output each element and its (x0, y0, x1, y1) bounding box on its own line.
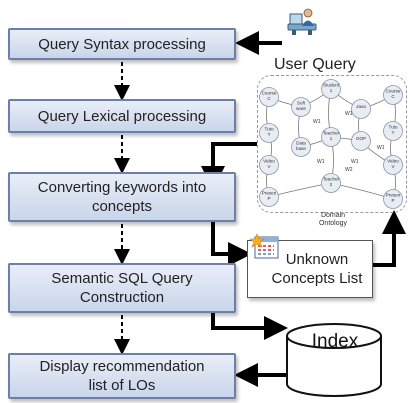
ontology-node-label: Video (387, 159, 399, 164)
domain-ontology-label: Domain Ontology (308, 212, 358, 228)
display-recommendation-label-line1: Display recommendation (39, 358, 205, 375)
ontology-node-label: V (391, 164, 395, 169)
converting-keywords-label-line2: concepts (91, 198, 153, 215)
query-lexical-processing-label: Query Lexical processing (37, 107, 207, 125)
database-cylinder-icon (286, 323, 382, 397)
arrow-convert-to-unknown (211, 210, 252, 266)
ontology-node-label: Data (296, 141, 306, 146)
ontology-edge-weight: W1 (313, 119, 321, 125)
unknown-concepts-label-line1: Unknown (285, 251, 349, 268)
display-recommendation-box: Display recommendation list of LOs (8, 353, 236, 399)
ontology-node-label: ware (296, 106, 306, 111)
ontology-node-label: Y (391, 130, 394, 135)
query-syntax-processing-label: Query Syntax processing (38, 35, 206, 53)
ontology-node-label: Soft (297, 101, 306, 106)
unknown-concepts-label-line2: Concepts List (271, 270, 363, 287)
ontology-node-label: Student (323, 83, 340, 88)
ontology-node-label: Teacher (323, 177, 340, 182)
ontology-node-label: C (391, 94, 395, 99)
ontology-node-label: V (267, 164, 271, 169)
ontology-node-label: 1 (330, 88, 333, 93)
domain-ontology-label-line1: Domain (320, 212, 346, 219)
ontology-node-label: Course (386, 89, 401, 94)
ontology-node-label: Teacher (323, 131, 340, 136)
index-label: Index (311, 331, 359, 352)
ontology-edge-weight: W1 (345, 111, 353, 117)
ontology-node-label: Presen (262, 191, 277, 196)
semantic-sql-label-line1: Semantic SQL Query (51, 270, 193, 287)
ontology-node-label: Tuto (388, 125, 397, 130)
domain-ontology-label-line2: Ontology (318, 220, 348, 227)
user-query-title: User Query (274, 56, 356, 73)
semantic-sql-label-line2: Construction (79, 289, 165, 306)
query-syntax-processing-box: Query Syntax processing (8, 28, 236, 60)
ontology-node-label: 1 (330, 136, 333, 141)
document-list-icon (250, 233, 279, 259)
ontology-node-label: C (267, 96, 271, 101)
ontology-node-java: Java (351, 99, 371, 119)
ontology-edge-weight: W1 (351, 159, 359, 165)
ontology-node-label: Java (356, 104, 366, 109)
display-recommendation-label-line2: list of LOs (88, 377, 156, 394)
ontology-node-oop: OOP (351, 131, 371, 151)
query-lexical-processing-box: Query Lexical processing (8, 99, 236, 133)
ontology-edge-weight: W1 (317, 159, 325, 165)
user-at-computer-icon (287, 8, 317, 35)
arrow-unknown-to-ontology (373, 210, 406, 267)
ontology-edge-weight: W2 (345, 167, 353, 173)
ontology-node-label: 2 (330, 182, 333, 187)
ontology-node-label: P (391, 198, 394, 203)
semantic-sql-construction-box: Semantic SQL Query Construction (8, 263, 236, 313)
ontology-edge-weight: W1 (377, 145, 385, 151)
ontology-node-label: OOP (356, 136, 366, 141)
arrow-ontology-to-convert (201, 142, 257, 190)
ontology-node-label: base (296, 146, 306, 151)
converting-keywords-box: Converting keywords into concepts (8, 172, 236, 222)
ontology-node-label: Course (262, 91, 277, 96)
ontology-node-label: Tuto (264, 127, 273, 132)
ontology-node-label: T (268, 132, 271, 137)
ontology-node-label: P (267, 196, 270, 201)
domain-ontology-frame (257, 75, 407, 213)
ontology-node-label: Presen (386, 193, 401, 198)
ontology-node-label: Video (263, 159, 275, 164)
converting-keywords-label-line1: Converting keywords into (37, 179, 207, 196)
